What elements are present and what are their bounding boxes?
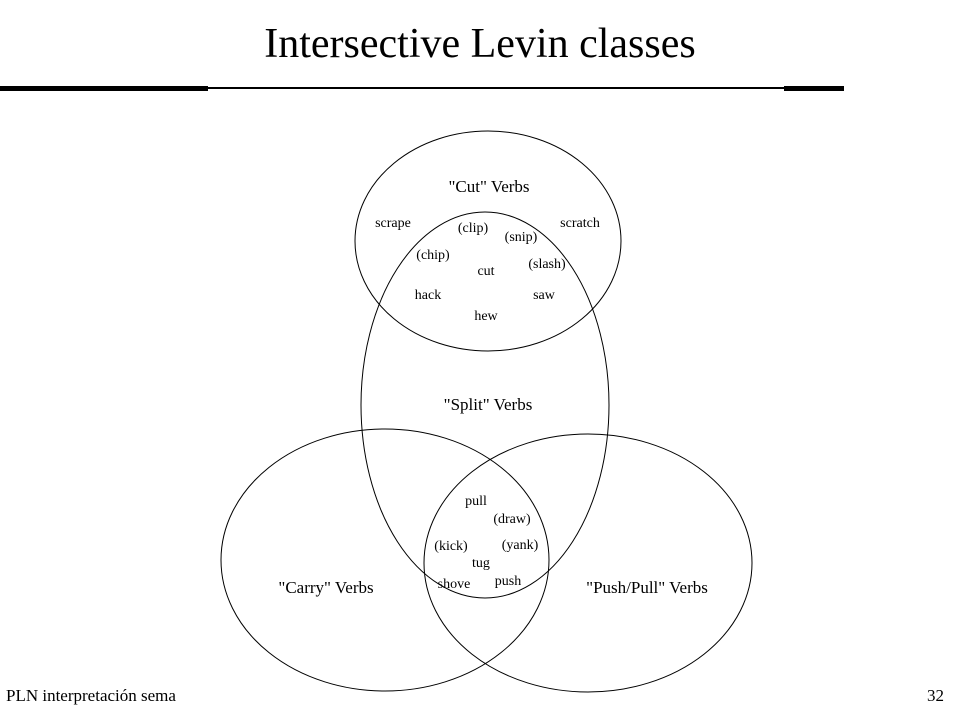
carry-verbs-circle — [220, 428, 550, 692]
verb-hew: hew — [474, 309, 498, 324]
push-pull-verbs-label: "Push/Pull" Verbs — [586, 578, 708, 597]
verb-draw: (draw) — [493, 512, 531, 527]
push-pull-verbs-circle — [423, 433, 753, 693]
footer-course-title: PLN interpretación sema — [6, 686, 178, 706]
split-verbs-circle — [360, 211, 610, 599]
carry-verbs-label: "Carry" Verbs — [278, 578, 373, 597]
cut-verbs-label: "Cut" Verbs — [448, 177, 529, 196]
split-verbs-label: "Split" Verbs — [444, 395, 533, 414]
title-rule-middle — [208, 87, 784, 89]
verb-scrape: scrape — [375, 216, 411, 231]
verb-hack: hack — [415, 288, 441, 303]
verb-clip: (clip) — [458, 221, 489, 236]
verb-saw: saw — [533, 288, 556, 303]
verb-cut: cut — [477, 264, 494, 279]
verb-tug: tug — [472, 556, 490, 571]
verb-kick: (kick) — [434, 539, 468, 554]
verb-shove: shove — [438, 577, 471, 592]
title-rule-right — [784, 86, 844, 91]
verb-snip: (snip) — [505, 230, 538, 245]
cut-verbs-circle — [354, 130, 622, 352]
verb-push: push — [495, 574, 521, 589]
verb-slash: (slash) — [528, 257, 566, 272]
slide-title: Intersective Levin classes — [264, 21, 696, 67]
page-number: 32 — [927, 686, 944, 705]
verb-scratch: scratch — [560, 216, 600, 231]
verb-yank: (yank) — [502, 538, 539, 553]
verb-pull: pull — [465, 494, 487, 509]
title-rule-left — [0, 86, 208, 91]
verb-chip: (chip) — [416, 248, 450, 263]
